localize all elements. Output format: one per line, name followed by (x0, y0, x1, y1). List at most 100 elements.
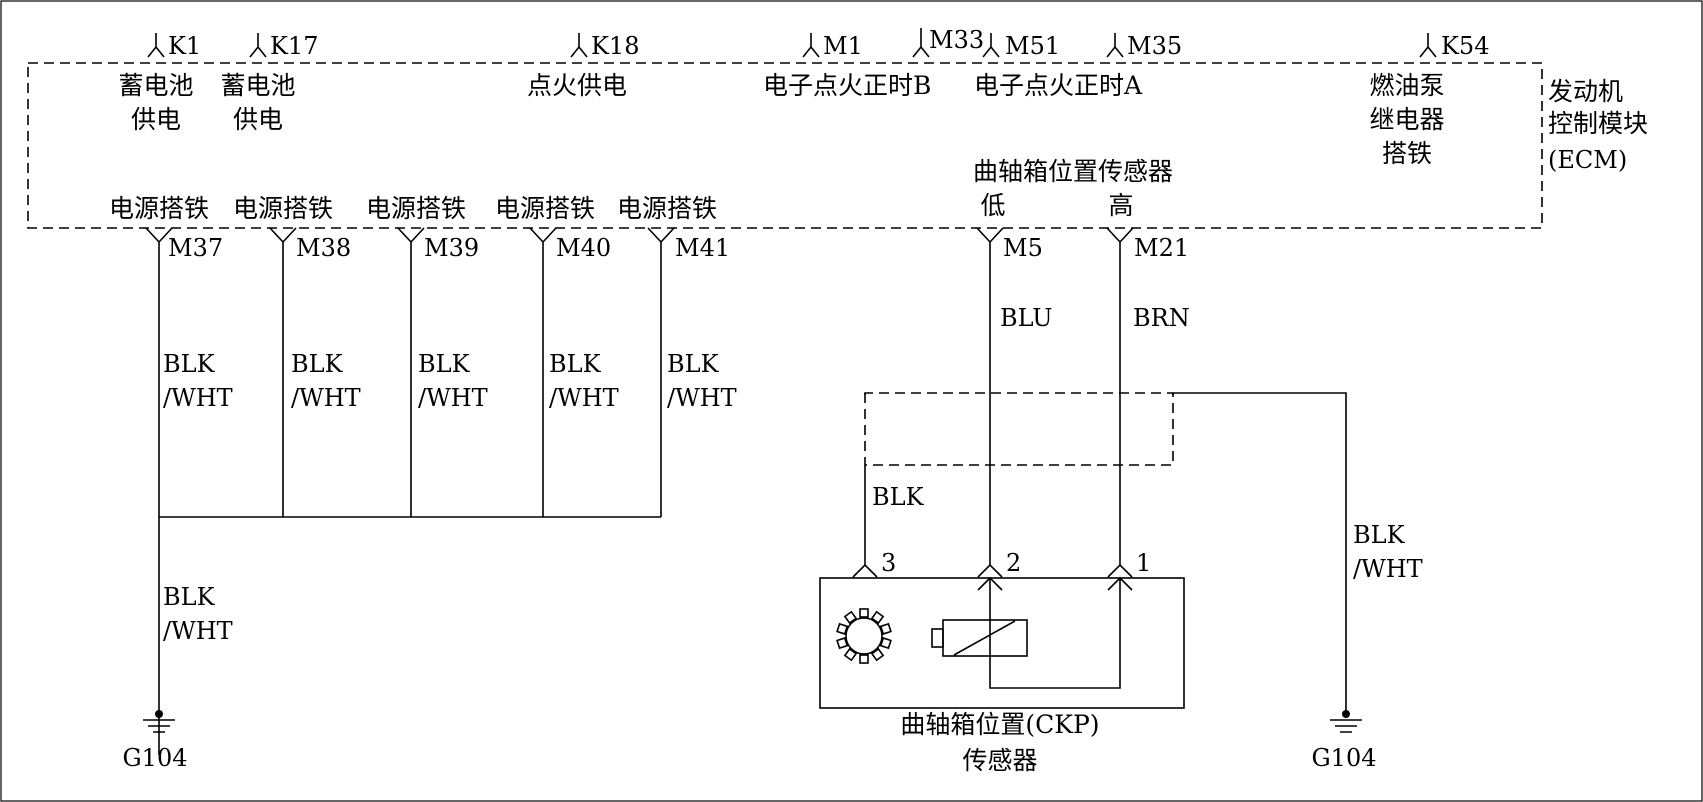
top-pin-k1: K1 蓄电池 供电 (118, 32, 201, 134)
sensor-connector-pin-2: 2 (977, 549, 1021, 578)
pin-number: K18 (591, 32, 639, 60)
sensor-connector-pin-1: 1 (1107, 549, 1151, 578)
pin-number: 2 (1006, 549, 1021, 577)
connector-symbol-icon (147, 33, 165, 58)
pin-number: K17 (270, 32, 318, 60)
ground-pin-label-m37: 电源搭铁 (109, 194, 209, 223)
pin-number: M21 (1134, 234, 1189, 262)
ground-pin-label-m38: 电源搭铁 (233, 194, 333, 223)
connector-symbol-icon (1419, 33, 1437, 58)
pin-number: M33 (929, 26, 984, 54)
ground-pin-label-m40: 电源搭铁 (495, 194, 595, 223)
shield-ground-wire (1173, 392, 1347, 710)
top-pin-k17: K17 蓄电池 供电 (220, 32, 318, 134)
sensor-pin-level-m21: 高 (1108, 191, 1133, 220)
connector-symbol-icon (852, 563, 878, 578)
pin-number: M38 (296, 234, 351, 262)
ckp-sensor-name-line-2: 传感器 (962, 746, 1037, 775)
top-pin-m35: M35 (1106, 32, 1182, 60)
wire-color-line-1: BLK (291, 350, 344, 378)
pin-number: M35 (1127, 32, 1182, 60)
sensor-group-label: 曲轴箱位置传感器 (973, 157, 1173, 186)
ecm-title-line-3: (ECM) (1548, 146, 1627, 174)
ecm-title-line-1: 发动机 (1548, 77, 1623, 106)
shield-wire-color: BLK (872, 483, 925, 511)
ecm-module-box (27, 62, 1543, 229)
connector-symbol-icon (529, 227, 557, 517)
pin-label-line-2: 供电 (233, 105, 283, 134)
connector-symbol-icon (249, 33, 267, 58)
wire-color-line-1: BLK (418, 350, 471, 378)
reluctor-wheel-icon (836, 608, 892, 664)
ground-pin-m41: M41 BLK /WHT (647, 227, 737, 517)
pin-number: 3 (881, 549, 896, 577)
wire-color-line-2: /WHT (418, 384, 488, 412)
wire-color-line-2: /WHT (291, 384, 361, 412)
sensor-pin-m21: M21 BRN (1106, 227, 1190, 565)
connector-symbol-icon (1106, 227, 1134, 565)
sensor-pin-level-m5: 低 (980, 191, 1005, 220)
top-pin-k18: K18 点火供电 (527, 32, 639, 100)
ground-wire-color-line-2: /WHT (163, 617, 233, 645)
top-pin-m33: M33 (912, 26, 984, 58)
ground-label-right: G104 (1312, 744, 1377, 772)
wire-color: BRN (1133, 304, 1190, 332)
wire-color-line-1: BLK (549, 350, 602, 378)
wire-color-line-2: /WHT (163, 384, 233, 412)
pin-number: 1 (1136, 549, 1151, 577)
top-pin-k54: K54 燃油泵 继电器 搭铁 (1369, 32, 1489, 168)
connector-symbol-icon (982, 33, 1000, 58)
ground-label-left: G104 (123, 744, 188, 772)
connector-symbol-icon (802, 33, 820, 58)
wire-color: BLU (1000, 304, 1053, 332)
pickup-coil-icon (931, 619, 1028, 657)
pin-number: M39 (424, 234, 479, 262)
connector-symbol-icon (1107, 563, 1133, 578)
ground-pin-label-m39: 电源搭铁 (366, 194, 466, 223)
pin-label-line-2: 继电器 (1369, 105, 1444, 134)
ground-symbol-icon (143, 710, 175, 733)
wire-color-line-1: BLK (163, 350, 216, 378)
sensor-pin-m5: M5 BLU (976, 227, 1053, 565)
wire-shield (864, 392, 1174, 466)
ground-pin-m40: M40 BLK /WHT (529, 227, 619, 517)
ground-pin-m39: M39 BLK /WHT (397, 227, 488, 517)
pin-number: M5 (1003, 234, 1043, 262)
connector-symbol-icon (977, 563, 1003, 578)
connector-symbol-icon (269, 227, 297, 517)
ground-pin-label-m41: 电源搭铁 (617, 194, 717, 223)
ground-pin-m38: M38 BLK /WHT (269, 227, 361, 517)
shield-ground-wire-color-line-2: /WHT (1353, 555, 1423, 583)
ckp-internal-wiring (977, 576, 1133, 689)
ecm-title-line-2: 控制模块 (1548, 109, 1648, 138)
connector-symbol-icon (145, 227, 173, 755)
pin-number: M40 (556, 234, 611, 262)
wire-color-line-2: /WHT (667, 384, 737, 412)
pin-label-line-3: 搭铁 (1382, 139, 1432, 168)
ckp-sensor-name-line-1: 曲轴箱位置(CKP) (900, 710, 1099, 739)
wire-color-line-1: BLK (667, 350, 720, 378)
ground-symbol-icon (1330, 710, 1362, 733)
pin-label-line-1: 蓄电池 (118, 71, 193, 100)
pin-number: M51 (1005, 32, 1060, 60)
top-pin-m1: M1 电子点火正时B (763, 32, 931, 100)
connector-symbol-icon (397, 227, 425, 517)
pin-label-line-1: 点火供电 (527, 71, 627, 100)
connector-symbol-icon (1106, 33, 1124, 58)
ground-wire-color-line-1: BLK (163, 583, 216, 611)
ckp-sensor-box (819, 577, 1185, 709)
pin-number: M37 (168, 234, 223, 262)
connector-symbol-icon (647, 227, 675, 517)
shield-ground-wire-color-line-1: BLK (1353, 521, 1406, 549)
pin-label-line-1: 电子点火正时B (763, 71, 931, 100)
pin-number: M1 (823, 32, 863, 60)
connector-symbol-icon (570, 33, 588, 58)
top-pin-m51: M51 电子点火正时A (974, 32, 1143, 100)
connector-symbol-icon (976, 227, 1004, 565)
pin-number: M41 (675, 234, 730, 262)
pin-number: K1 (168, 32, 201, 60)
pin-label-line-1: 燃油泵 (1369, 71, 1444, 100)
sensor-connector-pin-3: 3 (852, 549, 896, 578)
